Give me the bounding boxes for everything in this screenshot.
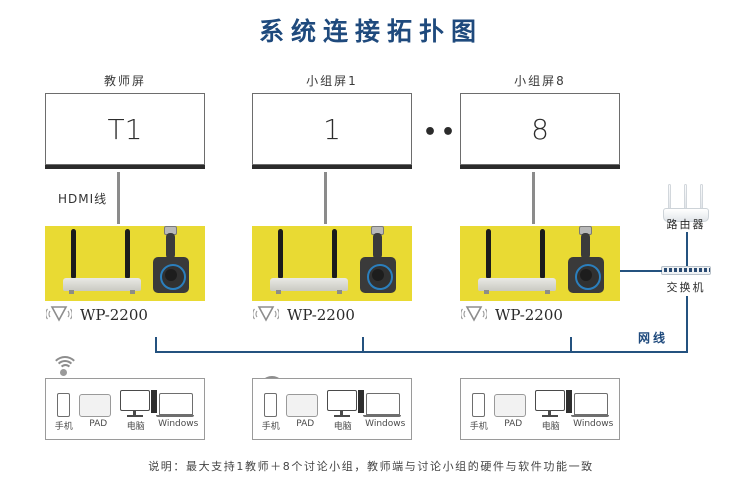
ap-block-group1 bbox=[252, 226, 412, 301]
client-label: Windows bbox=[158, 419, 199, 429]
phone-icon bbox=[263, 393, 277, 417]
lan-bus-riser-right bbox=[686, 296, 688, 352]
laptop-icon bbox=[155, 393, 194, 417]
ap-model-label-group8: WP-2200 bbox=[495, 306, 563, 324]
hdmi-cable-group8 bbox=[532, 172, 535, 224]
hdmi-cable-label: HDMI线 bbox=[58, 192, 108, 206]
tablet-icon bbox=[493, 394, 526, 417]
base-station-icon bbox=[270, 278, 348, 294]
ap-block-teacher bbox=[45, 226, 205, 301]
monitor-screen-value: 8 bbox=[531, 113, 549, 146]
cast-dongle-icon bbox=[568, 257, 604, 293]
base-station-icon bbox=[63, 278, 141, 294]
cast-dongle-icon bbox=[360, 257, 396, 293]
laptop-icon bbox=[362, 393, 401, 417]
client-label: 手机 bbox=[261, 422, 280, 432]
ap-block-group8 bbox=[460, 226, 620, 301]
wifi-icon bbox=[50, 356, 79, 376]
monitor-stand bbox=[45, 165, 205, 169]
monitor-group8: 8 bbox=[460, 93, 620, 169]
client-devices-group8: 手机 PAD 电脑 Windows bbox=[460, 378, 620, 440]
lan-link-group8-switch bbox=[620, 270, 662, 272]
client-label: 手机 bbox=[54, 422, 73, 432]
tablet-icon bbox=[285, 394, 318, 417]
phone-icon bbox=[56, 393, 70, 417]
ap-model-label-teacher: WP-2200 bbox=[80, 306, 148, 324]
lan-riser-group8 bbox=[570, 337, 572, 352]
ap-model-label-group1: WP-2200 bbox=[287, 306, 355, 324]
monitor-group1: 1 bbox=[252, 93, 412, 169]
router-switch-link bbox=[686, 232, 688, 266]
dongle-cable-icon bbox=[166, 233, 175, 259]
client-label: PAD bbox=[504, 419, 523, 429]
wireless-cast-icon bbox=[45, 303, 73, 325]
antenna-right-icon bbox=[332, 229, 337, 279]
wireless-cast-icon bbox=[252, 303, 280, 325]
client-label: PAD bbox=[296, 419, 315, 429]
laptop-icon bbox=[570, 393, 609, 417]
desktop-icon bbox=[119, 390, 157, 417]
router-label: 路由器 bbox=[666, 218, 706, 231]
client-label: 电脑 bbox=[126, 422, 145, 432]
monitor-stand bbox=[460, 165, 620, 169]
page-title: 系统连接拓扑图 bbox=[258, 17, 483, 46]
client-devices-teacher: 手机 PAD 电脑 Windows bbox=[45, 378, 205, 440]
screen-label-group1: 小组屏1 bbox=[306, 74, 358, 88]
antenna-right-icon bbox=[125, 229, 130, 279]
wireless-cast-icon bbox=[460, 303, 488, 325]
cast-dongle-icon bbox=[153, 257, 189, 293]
monitor-stand bbox=[252, 165, 412, 169]
antenna-left-icon bbox=[486, 229, 491, 279]
base-station-icon bbox=[478, 278, 556, 294]
lan-riser-group1 bbox=[362, 337, 364, 352]
phone-icon bbox=[471, 393, 485, 417]
antenna-left-icon bbox=[71, 229, 76, 279]
client-label: 电脑 bbox=[333, 422, 352, 432]
hdmi-cable-group1 bbox=[324, 172, 327, 224]
client-label: Windows bbox=[573, 419, 614, 429]
lan-bus-horizontal bbox=[155, 351, 688, 353]
desktop-icon bbox=[534, 390, 572, 417]
client-label: PAD bbox=[89, 419, 108, 429]
dongle-cable-icon bbox=[581, 233, 590, 259]
client-devices-group1: 手机 PAD 电脑 Windows bbox=[252, 378, 412, 440]
monitor-teacher: T1 bbox=[45, 93, 205, 169]
tablet-icon bbox=[78, 394, 111, 417]
desktop-icon bbox=[326, 390, 364, 417]
screen-label-group8: 小组屏8 bbox=[514, 74, 566, 88]
monitor-screen-value: 1 bbox=[323, 113, 341, 146]
monitor-screen-value: T1 bbox=[107, 113, 143, 146]
antenna-right-icon bbox=[540, 229, 545, 279]
screen-label-teacher: 教师屏 bbox=[103, 74, 146, 88]
diagram-caption: 说明：最大支持1教师＋8个讨论小组，教师端与讨论小组的硬件与软件功能一致 bbox=[148, 460, 594, 473]
client-label: 电脑 bbox=[541, 422, 560, 432]
hdmi-cable-teacher bbox=[117, 172, 120, 224]
lan-cable-label: 网线 bbox=[638, 331, 669, 345]
router-icon bbox=[663, 180, 709, 222]
client-label: Windows bbox=[365, 419, 406, 429]
antenna-left-icon bbox=[278, 229, 283, 279]
switch-icon bbox=[661, 266, 711, 275]
client-label: 手机 bbox=[469, 422, 488, 432]
dongle-cable-icon bbox=[373, 233, 382, 259]
switch-label: 交换机 bbox=[666, 281, 706, 294]
lan-riser-teacher bbox=[155, 337, 157, 352]
